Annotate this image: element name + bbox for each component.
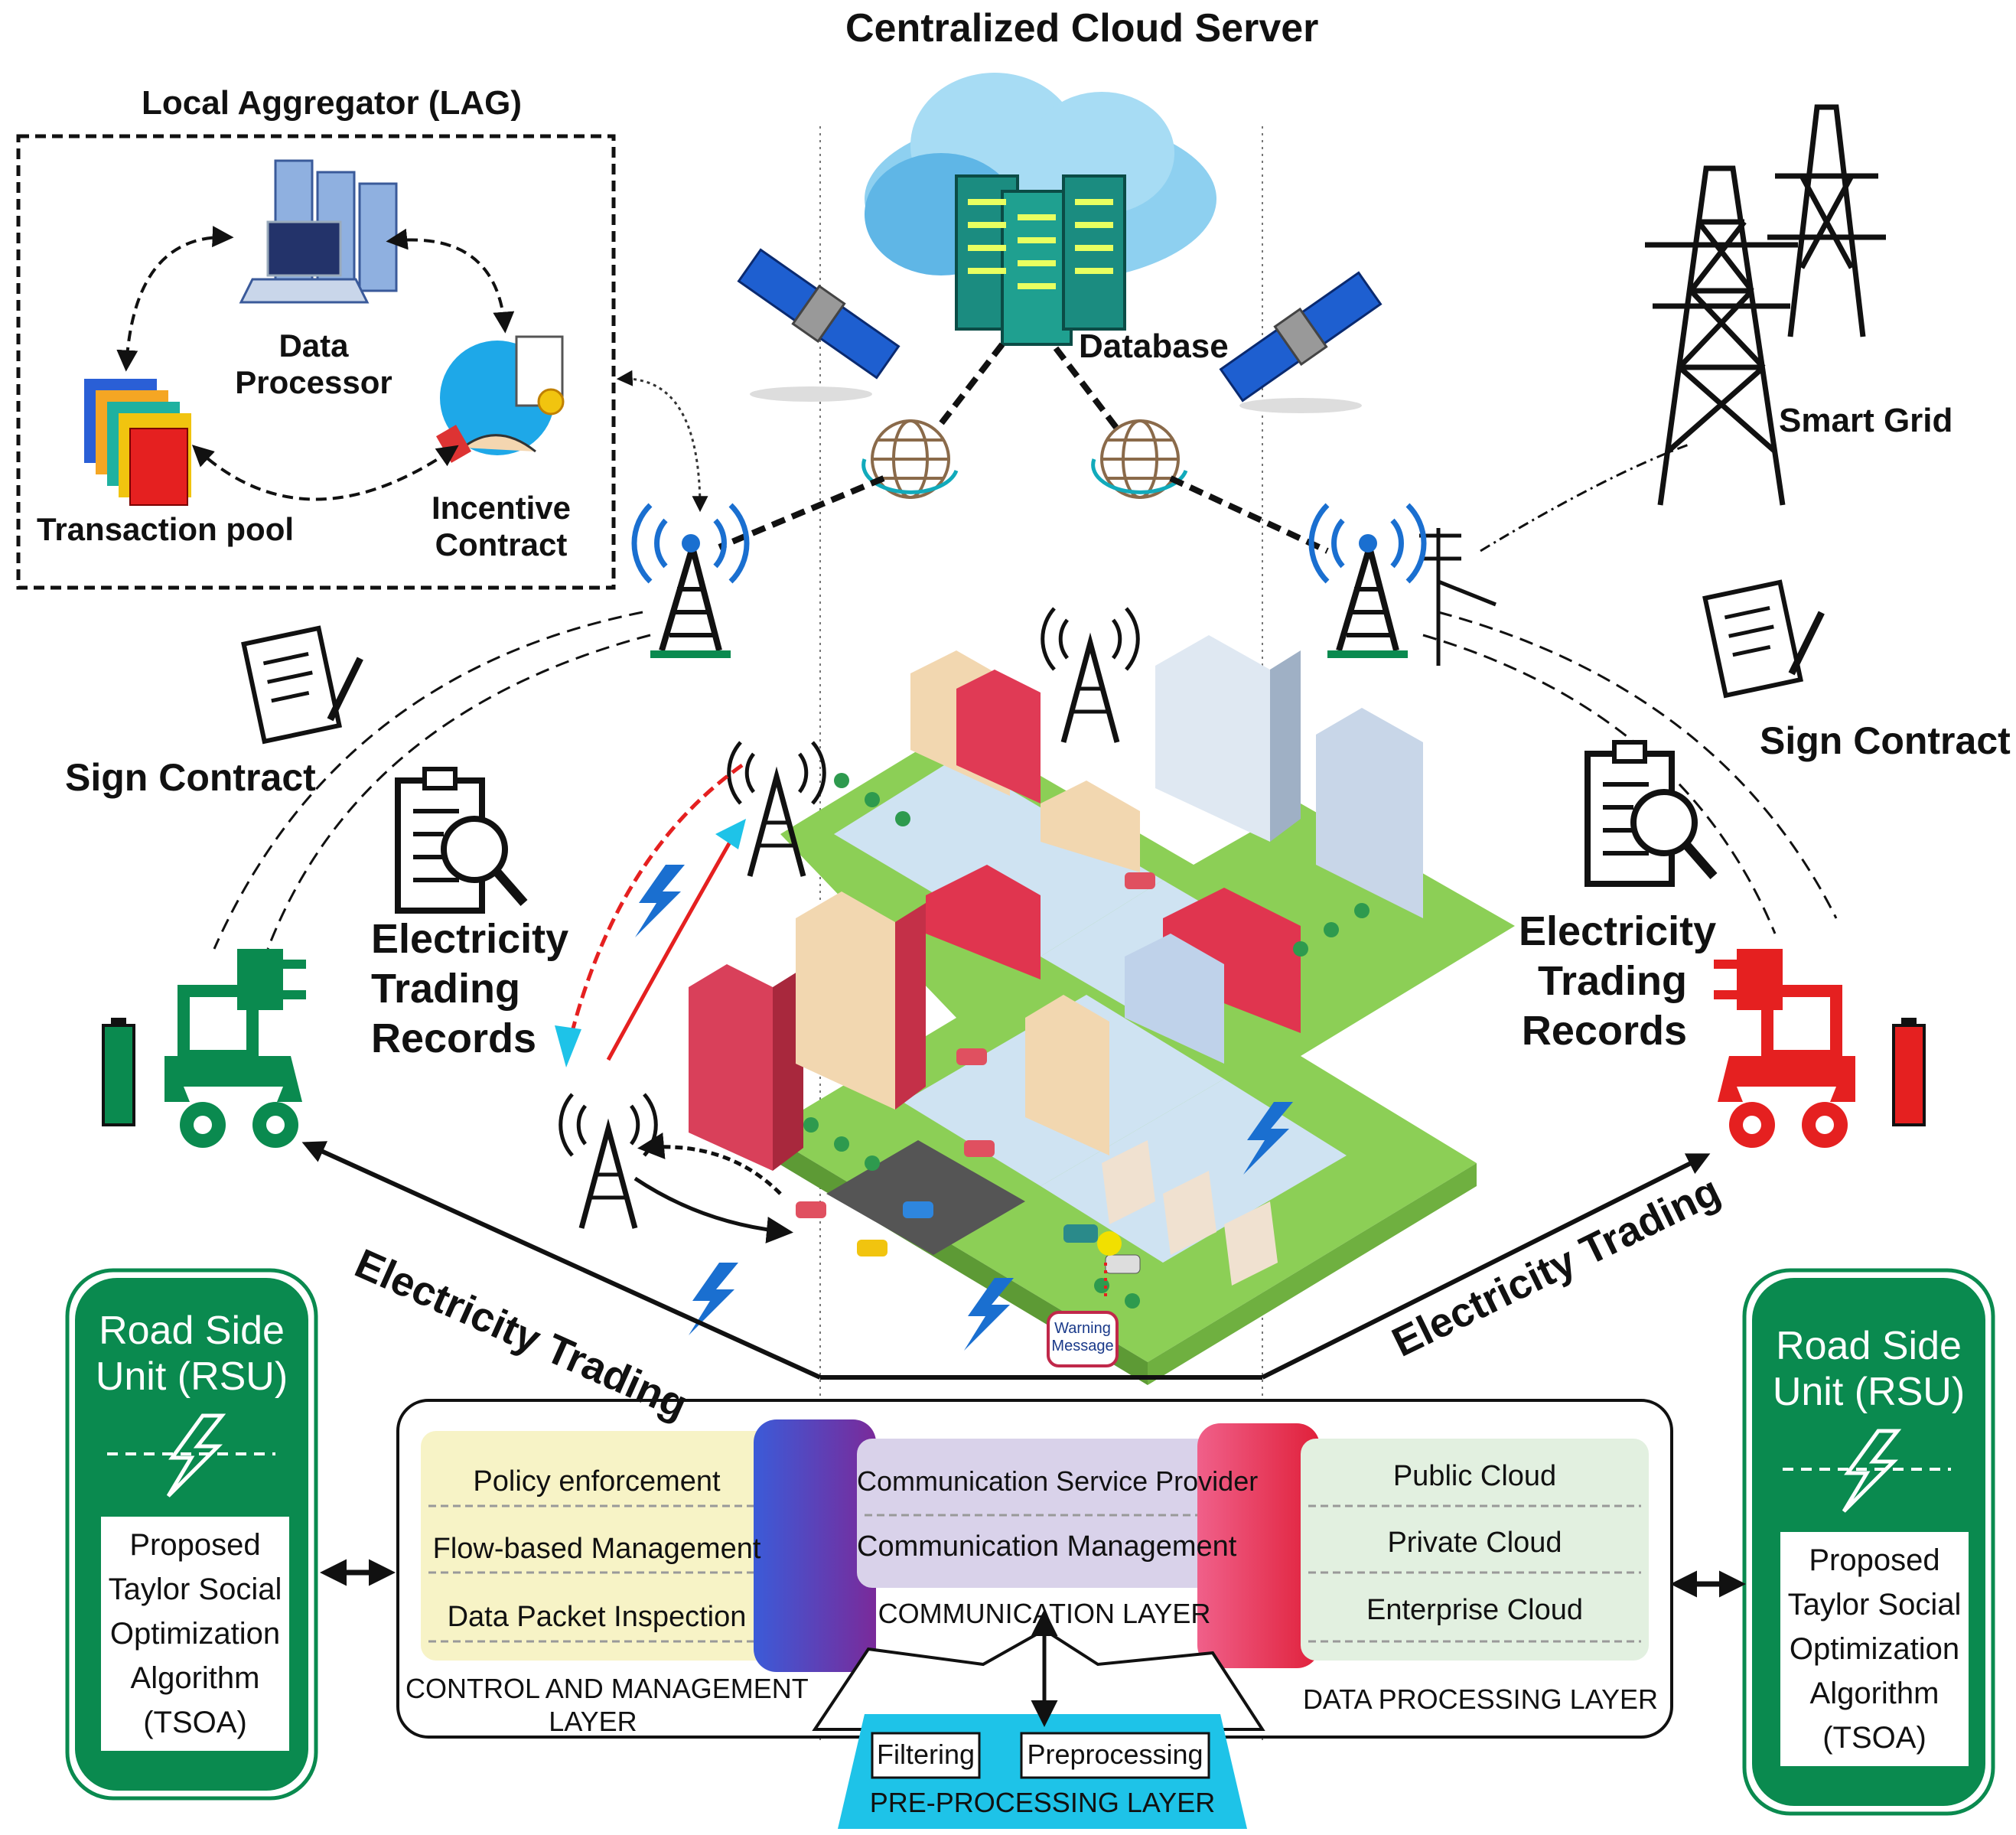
- smart-city-illustration: [689, 635, 1515, 1385]
- smart-grid-tower-icon: [1645, 104, 1886, 506]
- incentive-contract-label: Incentive Contract: [431, 490, 572, 563]
- globe-icon: [861, 419, 959, 499]
- data-layer-name: DATA PROCESSING LAYER: [1302, 1683, 1659, 1715]
- incentive-contract-icon: [436, 335, 565, 463]
- sign-contract-icon: [241, 625, 363, 745]
- transaction-pool-icon: [84, 379, 191, 506]
- control-item-flow: Flow-based Management: [432, 1533, 761, 1565]
- trading-records-right-label: Electricity Trading Records: [1519, 908, 1717, 1054]
- data-item-private: Private Cloud: [1387, 1527, 1562, 1559]
- control-item-inspection: Data Packet Inspection: [447, 1601, 747, 1633]
- satellite-icon: [1219, 271, 1383, 413]
- rsu-right-title: Road Side Unit (RSU): [1772, 1324, 1966, 1414]
- electric-vehicle-green-icon: [102, 949, 306, 1148]
- trading-records-icon: [395, 767, 528, 914]
- antenna-tower-city: [559, 607, 1140, 1229]
- rsu-left-algorithm: Proposed Taylor Social Optimization Algo…: [108, 1528, 282, 1739]
- control-layer-name: CONTROL AND MANAGEMENT LAYER: [405, 1673, 809, 1738]
- trading-records-icon: [1584, 740, 1718, 887]
- preprocessing-layer-name: PRE-PROCESSING LAYER: [869, 1787, 1216, 1818]
- electric-vehicle-red-icon: [1714, 949, 1926, 1148]
- data-processor-label: Data Processor: [235, 328, 392, 401]
- rsu-left-title: Road Side Unit (RSU): [95, 1309, 288, 1399]
- cloud-server-title: Centralized Cloud Server: [845, 6, 1319, 51]
- globe-icon: [1091, 419, 1188, 499]
- data-item-public: Public Cloud: [1392, 1460, 1557, 1492]
- cloud-server-icon: [865, 73, 1216, 346]
- local-aggregator-box: [16, 134, 616, 590]
- transaction-pool-label: Transaction pool: [37, 511, 295, 547]
- lag-title: Local Aggregator (LAG): [142, 84, 523, 122]
- sign-contract-left-label: Sign Contract: [65, 756, 316, 799]
- warning-message-label: Warning Message: [1051, 1320, 1114, 1354]
- lightning-icon: [635, 865, 1293, 1351]
- comm-item-management: Communication Management: [857, 1530, 1237, 1563]
- preprocessing-item-preprocessing: Preprocessing: [1027, 1739, 1203, 1770]
- utility-pole-icon: [1419, 528, 1497, 666]
- control-item-policy: Policy enforcement: [473, 1465, 721, 1498]
- comm-item-provider: Communication Service Provider: [857, 1465, 1259, 1497]
- layers-panel: [396, 1399, 1673, 1829]
- satellite-icon: [737, 248, 901, 402]
- preprocessing-item-filtering: Filtering: [876, 1739, 975, 1770]
- rsu-right-algorithm: Proposed Taylor Social Optimization Algo…: [1787, 1543, 1962, 1755]
- smart-grid-label: Smart Grid: [1779, 402, 1953, 439]
- rsu-left-cylinder: [65, 1268, 318, 1801]
- antenna-tower-left: [631, 503, 750, 658]
- comm-layer-name: COMMUNICATION LAYER: [878, 1598, 1211, 1629]
- data-processor-icon: [239, 159, 398, 304]
- sign-contract-icon: [1702, 579, 1825, 699]
- rsu-right-cylinder: [1742, 1268, 1995, 1816]
- database-label: Database: [1079, 328, 1229, 365]
- trading-records-left-label: Electricity Trading Records: [371, 916, 569, 1061]
- antenna-tower-right: [1308, 503, 1427, 658]
- sign-contract-right-label: Sign Contract: [1760, 719, 2011, 762]
- data-item-enterprise: Enterprise Cloud: [1366, 1594, 1584, 1626]
